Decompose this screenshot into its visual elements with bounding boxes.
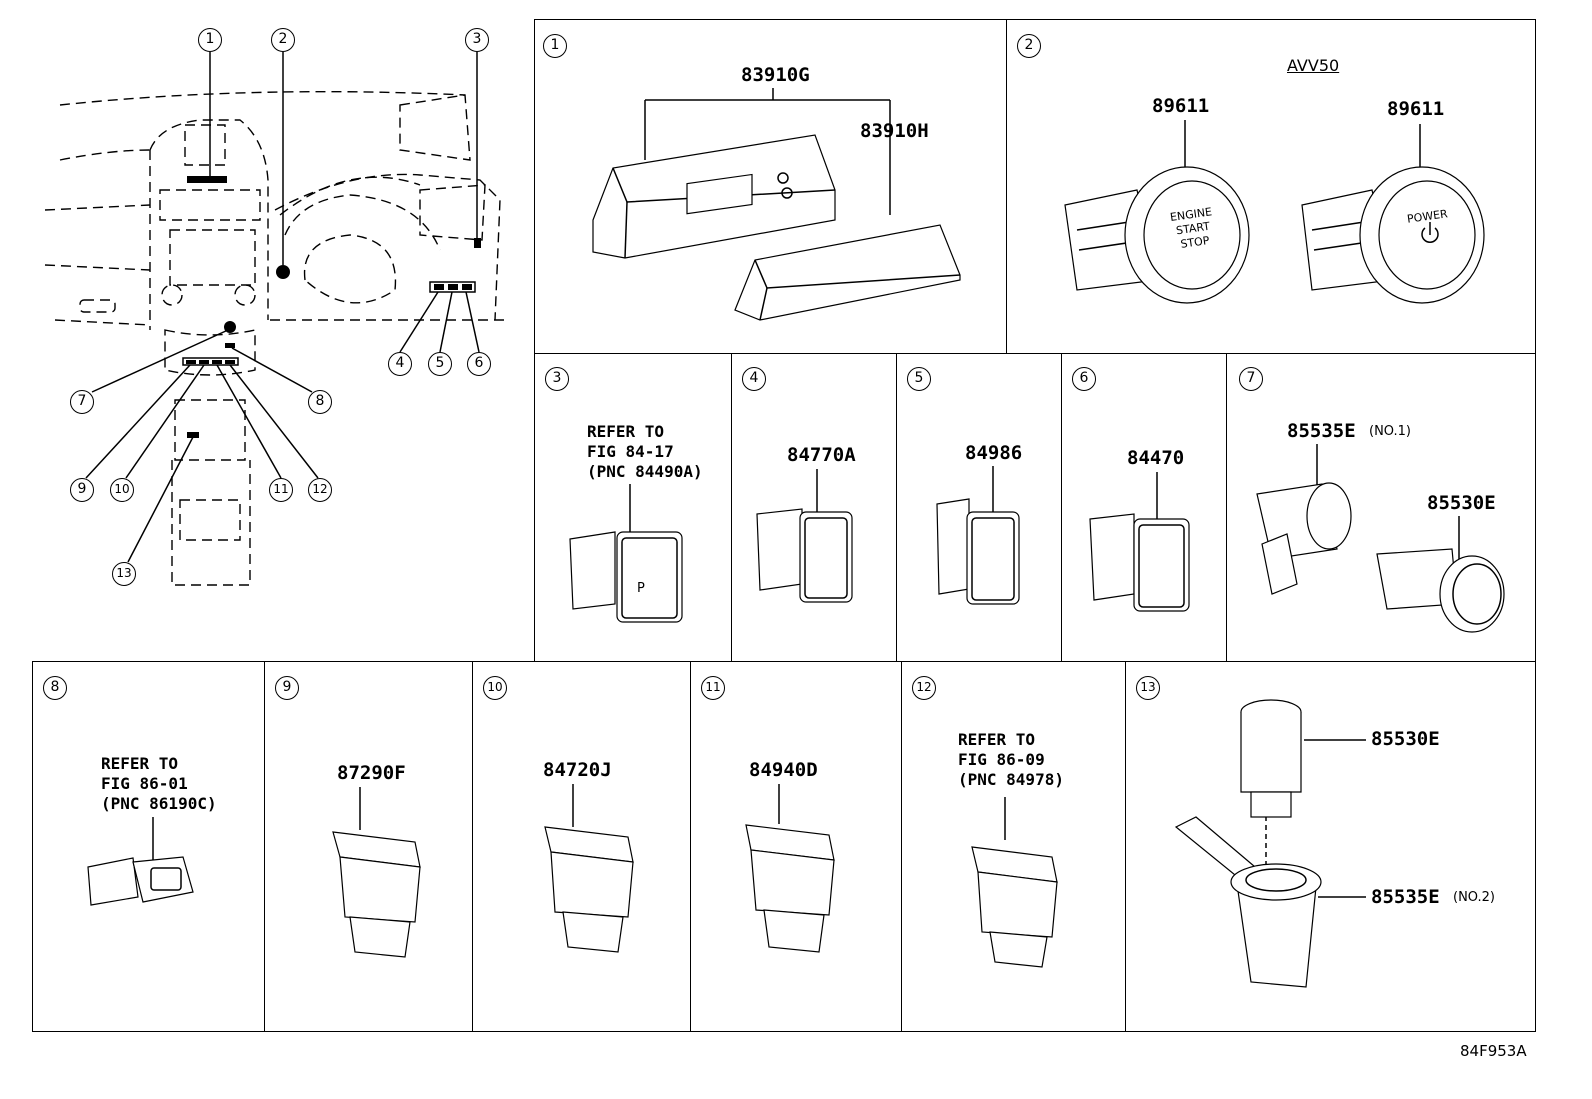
panel-6-bsm-switch: 6 84470 [1061,353,1228,663]
part-number-85535E: 85535E [1371,886,1440,908]
callout-13: 13 [112,562,136,586]
panel-number: 9 [275,676,299,700]
panel-2-start-switch: 2 AVV50 89611 89611 ENGINE START STOP PO… [1006,19,1536,355]
start-switch-drawing [1064,120,1485,304]
part-number-84940D: 84940D [749,759,818,781]
refer-to-note: REFER TO FIG 86-01 (PNC 86190C) [101,754,217,813]
part-number-85530E: 85530E [1427,492,1496,514]
panel-number: 5 [907,367,931,391]
part-number-84986: 84986 [965,442,1023,464]
part-qualifier: (NO.2) [1453,890,1495,905]
engine-start-stop-label: ENGINE START STOP [1169,205,1213,251]
panel-number: 3 [545,367,569,391]
outlet-drawing [1174,699,1366,988]
model-code: AVV50 [1287,56,1340,75]
panel-7-power-outlet: 7 85535E (NO.1) 85530E [1226,353,1536,663]
callout-7: 7 [70,390,94,414]
switch-drawing [544,784,634,953]
switch-drawing [332,787,421,958]
part-number-85535E: 85535E [1287,420,1356,442]
dashboard-drawing [44,52,505,586]
panel-number: 4 [742,367,766,391]
panel-number: 2 [1017,34,1041,58]
callout-1: 1 [198,28,222,52]
part-number-89611-power: 89611 [1387,98,1445,120]
combination-meter-drawing [592,88,961,321]
panel-number: 1 [543,34,567,58]
callout-9: 9 [70,478,94,502]
callout-3: 3 [465,28,489,52]
panel-5-switch: 5 84986 [896,353,1063,663]
panel-number: 12 [912,676,936,700]
svg-text:P: P [637,581,645,596]
switch-drawing: P [569,484,683,623]
callout-10: 10 [110,478,134,502]
panel-12-switch: 12 REFER TO FIG 86-09 (PNC 84978) [901,661,1127,1032]
refer-to-note: REFER TO FIG 84-17 (PNC 84490A) [587,422,703,481]
switch-drawing [1089,472,1190,612]
part-number-83910G: 83910G [741,64,810,86]
part-number-89611-engine-start: 89611 [1152,95,1210,117]
outlet-drawing [1256,444,1505,633]
callout-5: 5 [428,352,452,376]
dashboard-overview: 1 2 3 4 5 6 7 8 9 10 11 12 13 [0,0,530,600]
panel-number: 7 [1239,367,1263,391]
switch-drawing [756,469,853,603]
callout-6: 6 [467,352,491,376]
panel-11-switch: 11 84940D [690,661,903,1032]
panel-3-parking-assist-switch: 3 REFER TO FIG 84-17 (PNC 84490A) P [534,353,733,663]
part-number-87290F: 87290F [337,762,406,784]
panel-13-power-outlet: 13 85530E 85535E (NO.2) [1125,661,1536,1032]
panel-number: 6 [1072,367,1096,391]
callout-2: 2 [271,28,295,52]
part-number-84720J: 84720J [543,759,612,781]
callout-4: 4 [388,352,412,376]
callout-12: 12 [308,478,332,502]
panel-4-switch: 4 84770A [731,353,898,663]
panel-number: 13 [1136,676,1160,700]
switch-drawing [936,466,1020,605]
callout-8: 8 [308,390,332,414]
panel-number: 11 [701,676,725,700]
panel-number: 8 [43,676,67,700]
panel-1-combination-meter: 1 83910G 83910H [534,19,1008,355]
part-number-85530E: 85530E [1371,728,1440,750]
panel-9-eco-switch: 9 87290F [264,661,474,1032]
switch-drawing [745,784,835,953]
panel-10-ev-switch: 10 84720J [472,661,692,1032]
switch-drawing [87,817,194,906]
part-number-84470: 84470 [1127,447,1185,469]
part-qualifier: (NO.1) [1369,424,1411,439]
part-number-84770A: 84770A [787,444,856,466]
panel-number: 10 [483,676,507,700]
figure-code: 84F953A [1460,1042,1527,1060]
refer-to-note: REFER TO FIG 86-09 (PNC 84978) [958,730,1064,789]
switch-drawing [971,797,1058,968]
part-number-83910H: 83910H [860,120,929,142]
panel-8-switch: 8 REFER TO FIG 86-01 (PNC 86190C) [32,661,266,1032]
callout-11: 11 [269,478,293,502]
